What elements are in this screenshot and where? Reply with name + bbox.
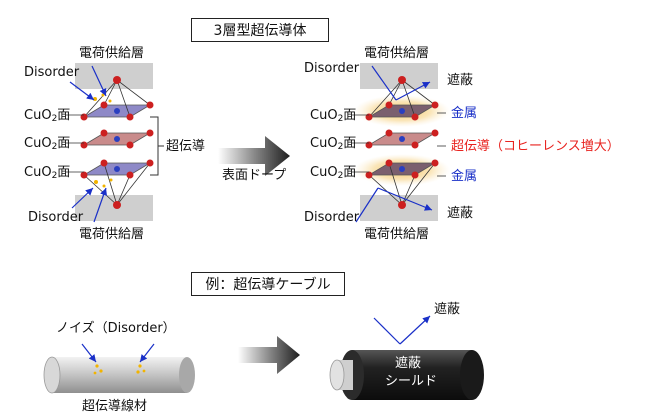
left-superconductor-label: 超伝導 bbox=[166, 139, 206, 154]
right-disorder-top-label: Disorder bbox=[304, 61, 360, 76]
inner-wire-end bbox=[329, 359, 345, 391]
right-metal-bottom-label: 金属 bbox=[451, 169, 478, 184]
shielded-cable-end-right bbox=[460, 350, 484, 400]
cable-shield-label-line1: 遮蔽 bbox=[395, 356, 422, 371]
right-shield-top-label: 遮蔽 bbox=[447, 73, 474, 88]
right-top-supply-label: 電荷供給層 bbox=[364, 46, 430, 61]
process-arrow bbox=[218, 136, 290, 176]
noise-label: ノイズ（Disorder） bbox=[56, 321, 176, 336]
right-coherence-label: 超伝導（コヒーレンス増大） bbox=[451, 139, 620, 154]
right-cuo2-bottom-label: CuO2面 bbox=[310, 165, 357, 181]
wire-end-left bbox=[43, 356, 61, 394]
example-box: 例：超伝導ケーブル bbox=[191, 272, 345, 296]
process-label: 表面ドープ bbox=[222, 168, 287, 183]
left-top-supply-label: 電荷供給層 bbox=[79, 46, 145, 61]
cable-shield-label-line2: シールド bbox=[385, 374, 438, 389]
left-disorder-bottom-label: Disorder bbox=[28, 210, 84, 225]
title-box: 3層型超伝導体 bbox=[191, 18, 329, 42]
charge-supply-layer-bottom bbox=[75, 195, 153, 221]
left-cuo2-bottom-label: CuO2面 bbox=[24, 165, 71, 181]
shielded-cable-body bbox=[352, 350, 472, 400]
cable-process-arrow bbox=[238, 336, 300, 374]
cable-example bbox=[43, 315, 484, 400]
right-disorder-bottom-label: Disorder bbox=[304, 210, 360, 225]
superconducting-wire bbox=[52, 357, 187, 393]
left-bottom-supply-label: 電荷供給層 bbox=[79, 227, 145, 242]
wire-label: 超伝導線材 bbox=[82, 399, 148, 414]
left-disorder-top-label: Disorder bbox=[24, 65, 80, 80]
example-box-text: 例：超伝導ケーブル bbox=[205, 277, 331, 293]
right-cuo2-middle-label: CuO2面 bbox=[310, 136, 357, 152]
superconductor-bracket bbox=[150, 116, 164, 176]
left-cuo2-top-label: CuO2面 bbox=[24, 108, 71, 124]
right-shield-bottom-label: 遮蔽 bbox=[447, 206, 474, 221]
left-structure bbox=[66, 63, 164, 223]
left-cuo2-middle-label: CuO2面 bbox=[24, 136, 71, 152]
title-box-text: 3層型超伝導体 bbox=[213, 23, 307, 39]
charge-supply-layer-top bbox=[75, 63, 153, 89]
cable-shield-arrow-label: 遮蔽 bbox=[434, 302, 461, 317]
right-metal-top-label: 金属 bbox=[451, 106, 478, 121]
right-cuo2-top-label: CuO2面 bbox=[310, 108, 357, 124]
right-structure bbox=[352, 63, 450, 223]
right-bottom-supply-label: 電荷供給層 bbox=[364, 227, 430, 242]
wire-end-right bbox=[179, 357, 195, 393]
